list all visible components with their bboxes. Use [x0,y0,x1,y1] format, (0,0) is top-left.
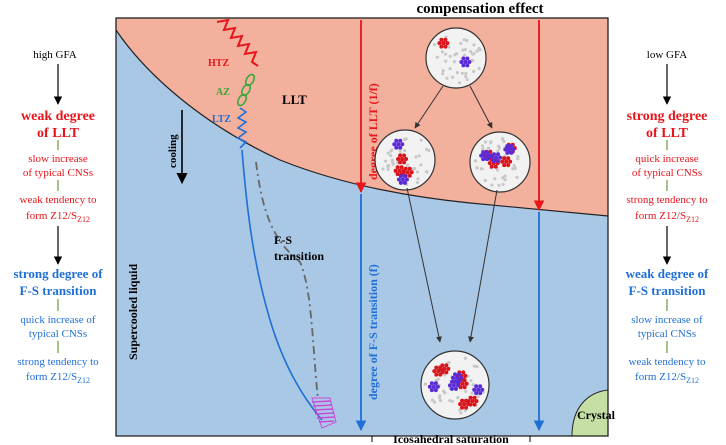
left-llt-line2-2: form Z12/SZ12 [26,210,90,224]
right-llt-line2-2: form Z12/SZ12 [635,210,699,224]
left-fs-line1-2: typical CNSs [29,328,87,340]
left-fs-line2-1: strong tendency to [17,356,99,368]
left-gfa: high GFA [33,49,77,61]
fs-label-line1: F-S [274,233,292,247]
left-fs-line1-1: quick increase of [20,314,95,326]
left-fs-line2-2: form Z12/SZ12 [26,371,90,385]
cluster-right [469,131,531,193]
right-llt-line1-2: of typical CNSs [632,167,702,179]
right-gfa: low GFA [647,49,687,61]
right-llt-degree-2: of LLT [646,126,689,141]
ltz-zigzag [236,107,248,149]
right-fs-line2-1: weak tendency to [629,356,706,368]
right-llt-degree-1: strong degree [627,109,708,124]
right-llt-line2-1: strong tendency to [626,194,708,206]
ltz-label: LTZ [212,114,231,125]
phase-panel [116,18,608,436]
left-llt-degree-1: weak degree [21,109,95,124]
cooling-trajectory [241,149,323,421]
left-fs-degree-1: strong degree of [13,266,103,281]
right-fs-line1-1: slow increase of [631,314,703,326]
panel-frame [115,17,609,437]
fs-label-line2: transition [274,249,324,263]
right-llt-line1-1: quick increase [635,153,698,165]
az-chain [236,73,256,107]
cooling-label: cooling [167,134,179,168]
fs-transition-curve [255,161,319,401]
cluster-diagrams [374,27,531,420]
htz-label: HTZ [208,58,229,69]
cluster-arrows [406,85,498,343]
saturation-label: Icosahedral saturation [393,432,509,445]
right-column: low GFA strong degree of LLT quick incre… [626,49,709,385]
fs-axis-label: degree of F-S transition (f) [366,264,380,400]
llt-label: LLT [282,92,307,107]
right-fs-degree-2: F-S transition [629,283,707,298]
title: compensation effect [416,1,543,17]
cluster-initial [425,27,487,89]
left-column: high GFA weak degree of LLT slow increas… [13,49,103,385]
right-fs-line1-2: typical CNSs [638,328,696,340]
saturation-hatch [311,397,337,429]
cluster-final [420,350,490,420]
right-fs-line2-2: form Z12/SZ12 [635,371,699,385]
left-llt-degree-2: of LLT [37,126,80,141]
az-label: AZ [216,87,230,98]
left-llt-line1-2: of typical CNSs [23,167,93,179]
left-llt-line2-1: weak tendency to [20,194,97,206]
phase-boundary [116,29,608,217]
left-llt-line1-1: slow increase [28,153,88,165]
crystal-label: Crystal [577,408,616,422]
cluster-left [374,129,436,191]
left-fs-degree-2: F-S transition [20,283,98,298]
htz-zigzag [216,18,259,67]
right-fs-degree-1: weak degree of [626,266,709,281]
supercooled-label: Supercooled liquid [126,264,140,360]
